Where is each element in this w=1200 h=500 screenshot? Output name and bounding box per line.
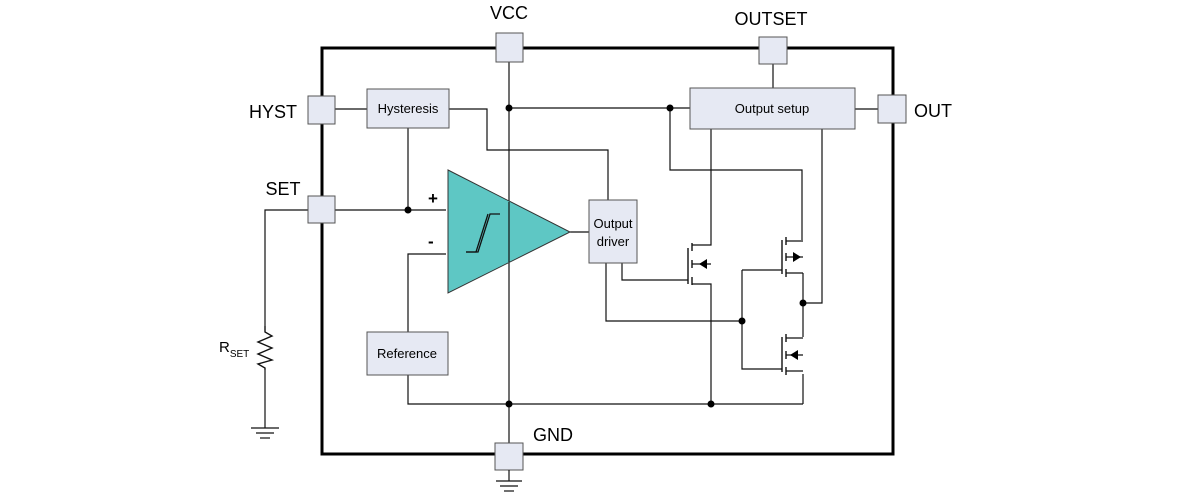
wires bbox=[264, 62, 878, 443]
pin-outset-label: OUTSET bbox=[734, 9, 807, 29]
ground-icon bbox=[496, 470, 522, 492]
mosfet-m1-icon bbox=[687, 243, 711, 285]
pin-out-label: OUT bbox=[914, 101, 952, 121]
output-driver-label-line2: driver bbox=[597, 234, 630, 249]
comparator-minus-sign: - bbox=[428, 232, 434, 251]
pin-set-label: SET bbox=[265, 179, 300, 199]
pin-hyst-label: HYST bbox=[249, 102, 297, 122]
comparator: + - bbox=[428, 169, 572, 294]
pin-out: OUT bbox=[877, 94, 952, 124]
junctions bbox=[404, 104, 807, 408]
pin-vcc: VCC bbox=[490, 3, 528, 63]
chip-outline bbox=[320, 46, 895, 456]
reference-label: Reference bbox=[377, 346, 437, 361]
hysteresis-block: Hysteresis bbox=[366, 88, 450, 129]
ground-icon bbox=[251, 427, 279, 439]
mosfet-m2-icon bbox=[781, 237, 803, 277]
pin-gnd-label: GND bbox=[533, 425, 573, 445]
pin-gnd: GND bbox=[494, 425, 573, 471]
hysteresis-label: Hysteresis bbox=[378, 101, 439, 116]
resistor-rset-label: RSET bbox=[219, 339, 249, 360]
resistor-rset-icon bbox=[256, 326, 275, 370]
reference-block: Reference bbox=[366, 331, 449, 376]
output-setup-label: Output setup bbox=[735, 101, 809, 116]
output-driver-label-line1: Output bbox=[593, 216, 632, 231]
pin-hyst: HYST bbox=[249, 95, 336, 125]
output-driver-block: Output driver bbox=[588, 199, 638, 264]
hysteresis-symbol-icon bbox=[466, 213, 500, 253]
pin-set: SET bbox=[265, 179, 336, 224]
output-setup-block: Output setup bbox=[689, 87, 856, 130]
pin-outset: OUTSET bbox=[734, 9, 808, 65]
mosfet-m3-icon bbox=[781, 334, 803, 375]
pin-vcc-label: VCC bbox=[490, 3, 528, 23]
comparator-plus-sign: + bbox=[428, 189, 438, 208]
